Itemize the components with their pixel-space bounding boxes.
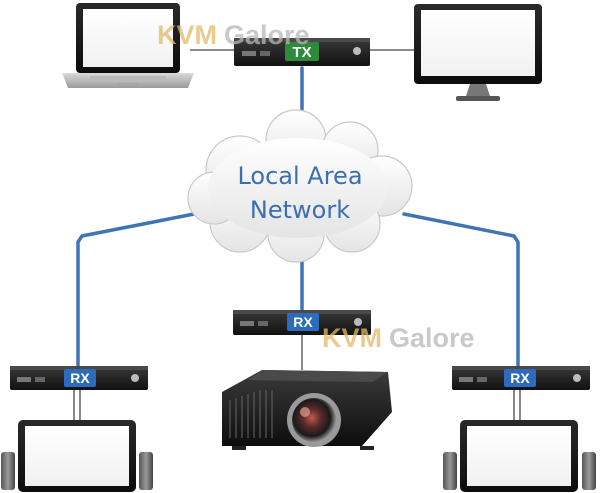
laptop-screen bbox=[83, 9, 173, 67]
projector-lens bbox=[292, 398, 336, 442]
rx-center-badge bbox=[287, 313, 319, 331]
watermark-middle-galore: Galore bbox=[389, 323, 475, 353]
display-right bbox=[460, 420, 578, 492]
tx-usb-port bbox=[260, 51, 270, 56]
rx-center-logo-icon bbox=[354, 318, 362, 326]
monitor bbox=[414, 4, 542, 101]
projector bbox=[222, 370, 392, 450]
cloud-label-line2: Network bbox=[250, 196, 350, 224]
display-left-screen bbox=[25, 426, 129, 486]
rx-center-label: RX bbox=[293, 314, 313, 330]
tx-label: TX bbox=[292, 44, 311, 61]
lan-cloud: Local Area Network bbox=[187, 109, 413, 263]
monitor-screen bbox=[421, 10, 535, 76]
watermark-middle: KVM Galore bbox=[322, 323, 475, 353]
speaker-left-b bbox=[139, 452, 153, 490]
rx-left-label: RX bbox=[70, 370, 90, 386]
rx-right-logo-icon bbox=[573, 374, 581, 382]
speaker-left-a bbox=[1, 452, 15, 490]
rx-right-label: RX bbox=[510, 370, 530, 386]
tx-unit: TX bbox=[234, 38, 370, 66]
display-right-screen bbox=[467, 426, 571, 486]
tx-badge bbox=[285, 42, 319, 61]
rx-left-logo-icon bbox=[131, 374, 139, 382]
speaker-right-a bbox=[443, 452, 457, 490]
link-lan-to-rx-left bbox=[76, 212, 196, 370]
link-lan-to-rx-right bbox=[402, 212, 520, 370]
tx-port bbox=[242, 51, 256, 56]
watermark-top-galore: Galore bbox=[224, 20, 310, 50]
watermark-middle-kvm: KVM bbox=[322, 323, 382, 353]
speaker-right-b bbox=[582, 452, 596, 490]
rx-left-badge bbox=[64, 369, 96, 387]
rx-center-unit: RX bbox=[233, 310, 371, 335]
av-cables bbox=[73, 49, 521, 420]
watermark-top: KVM Galore bbox=[157, 20, 310, 50]
tx-logo-icon bbox=[353, 47, 361, 55]
rx-left-unit: RX bbox=[10, 366, 148, 390]
rx-right-unit: RX bbox=[452, 366, 590, 390]
laptop bbox=[62, 3, 194, 88]
watermark-top-kvm: KVM bbox=[157, 20, 217, 50]
display-left bbox=[18, 420, 136, 492]
rx-right-badge bbox=[504, 369, 536, 387]
cloud-label-line1: Local Area bbox=[237, 162, 362, 190]
